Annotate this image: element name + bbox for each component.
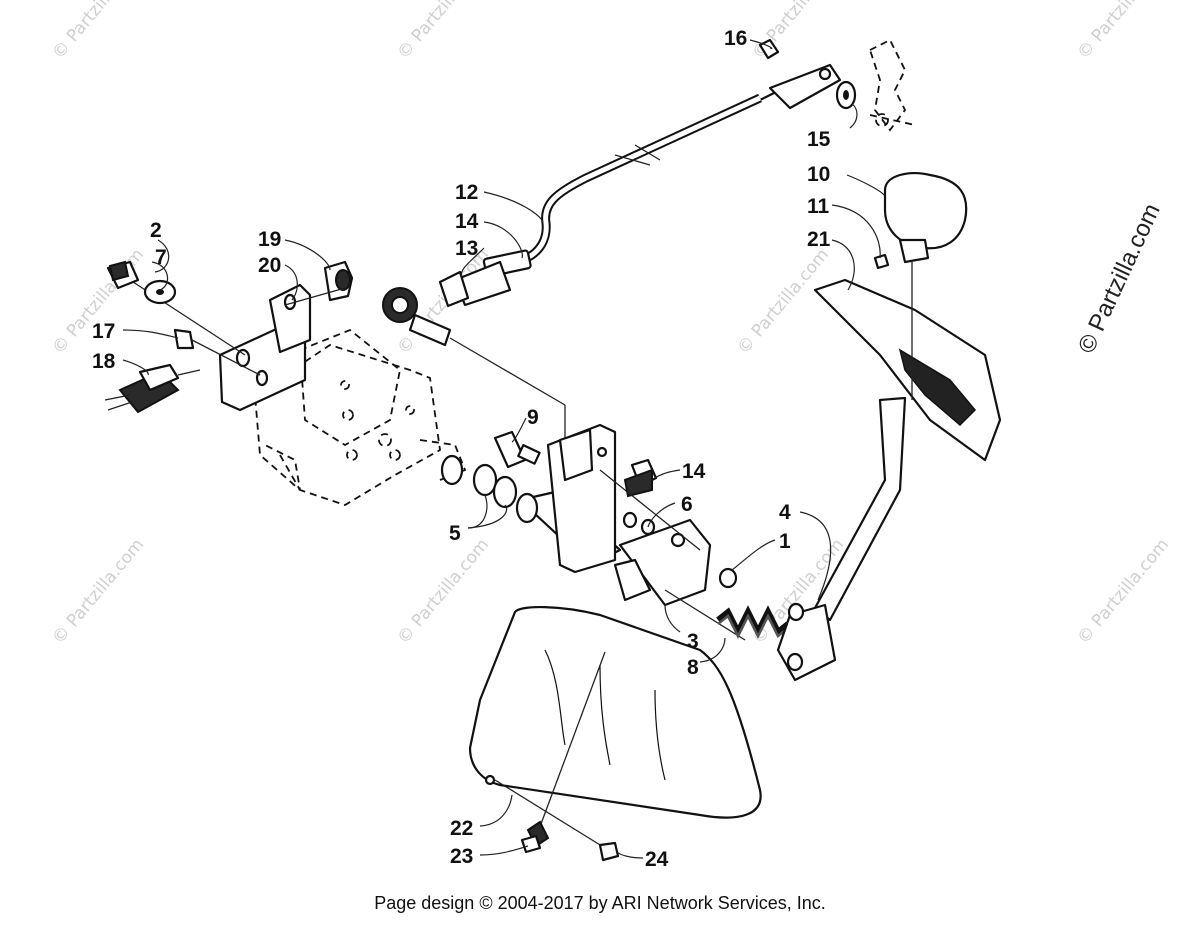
top-hardware xyxy=(758,38,857,110)
callout-3: 3 xyxy=(687,630,699,653)
watermark: © Partzilla.com xyxy=(394,0,494,63)
callout-20: 20 xyxy=(258,254,281,277)
shift-rod xyxy=(504,63,842,267)
callout-16: 16 xyxy=(724,27,747,50)
callout-22: 22 xyxy=(450,817,473,840)
callout-labels: 1 2 3 4 5 6 7 8 9 10 11 12 13 14 14 15 1… xyxy=(92,27,831,871)
callout-8: 8 xyxy=(687,656,699,679)
mount-bracket xyxy=(106,260,354,412)
callout-17: 17 xyxy=(92,320,115,343)
copyright-footer: Page design © 2004-2017 by ARI Network S… xyxy=(374,893,826,913)
callout-14a: 14 xyxy=(455,210,479,233)
callout-19: 19 xyxy=(258,228,281,251)
callout-6: 6 xyxy=(681,493,693,516)
watermark: © Partzilla.com xyxy=(1074,535,1174,648)
lever-cover xyxy=(468,606,762,849)
screws xyxy=(520,820,620,862)
watermark: © Partzilla.com xyxy=(49,0,149,63)
callout-21: 21 xyxy=(807,228,831,251)
callout-10: 10 xyxy=(807,163,830,186)
watermark: © Partzilla.com xyxy=(734,245,834,358)
callout-5: 5 xyxy=(449,522,461,545)
callout-15: 15 xyxy=(807,128,831,151)
leader-lines xyxy=(122,39,885,859)
callout-9: 9 xyxy=(527,406,539,429)
callout-12: 12 xyxy=(455,181,478,204)
callout-4: 4 xyxy=(779,501,791,524)
watermark-large: © Partzilla.com xyxy=(1073,200,1166,358)
callout-7: 7 xyxy=(155,246,167,269)
watermark: © Partzilla.com xyxy=(394,535,494,648)
callout-14b: 14 xyxy=(682,460,706,483)
rod-end-assembly xyxy=(382,249,566,440)
callout-2: 2 xyxy=(150,219,162,242)
sensor xyxy=(104,363,201,414)
watermark: © Partzilla.com xyxy=(1074,0,1174,63)
watermark: © Partzilla.com xyxy=(49,535,149,648)
watermark: © Partzilla.com xyxy=(749,0,849,63)
callout-18: 18 xyxy=(92,350,116,373)
callout-13: 13 xyxy=(455,237,478,260)
callout-23: 23 xyxy=(450,845,473,868)
pivot-assembly xyxy=(440,423,746,641)
callout-1: 1 xyxy=(779,530,791,553)
spring xyxy=(716,605,790,639)
shift-lever xyxy=(776,172,1002,682)
callout-24: 24 xyxy=(645,848,669,871)
callout-11: 11 xyxy=(807,195,830,218)
